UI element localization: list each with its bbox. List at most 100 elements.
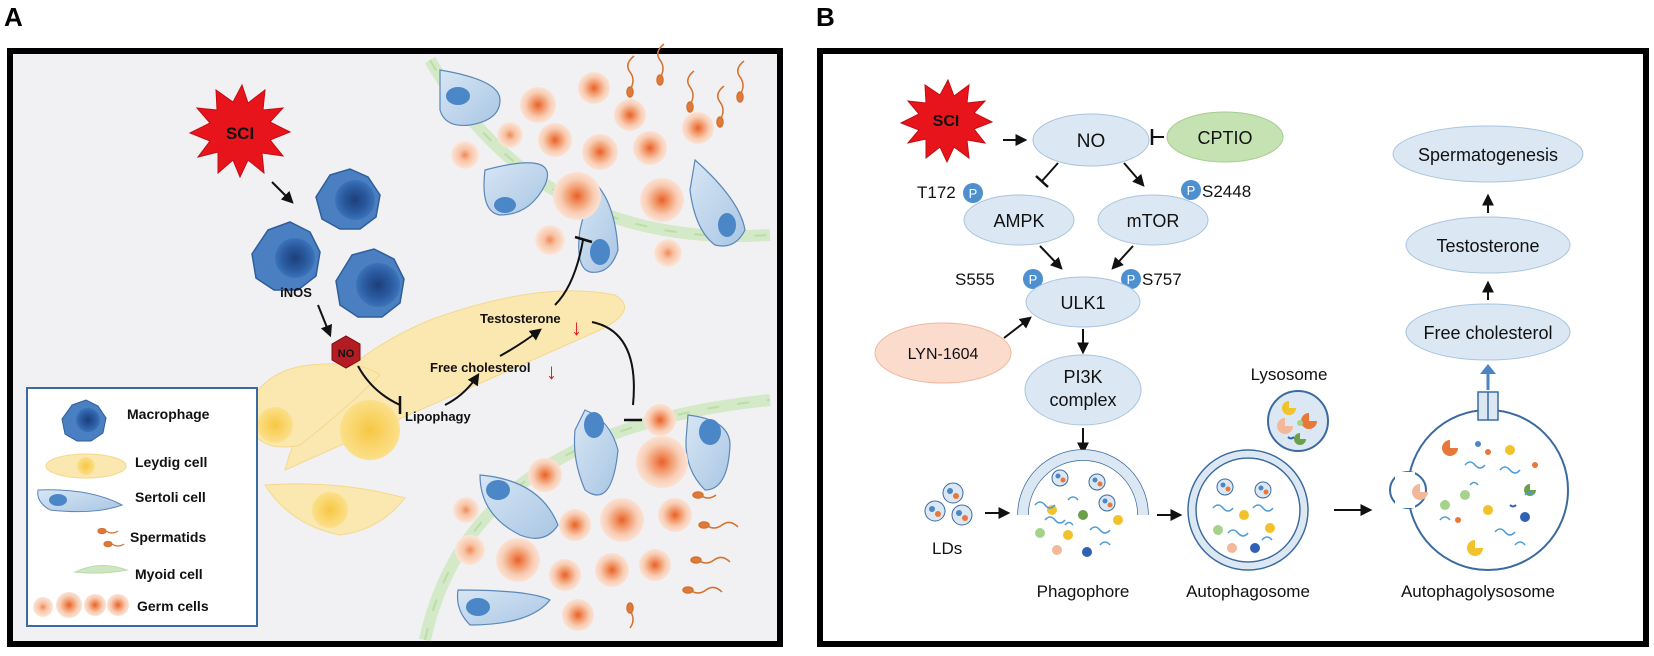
seminiferous-tubule-bottom <box>419 394 771 642</box>
inhibit-testosterone-to-bottom <box>591 321 635 406</box>
ampk-label: AMPK <box>993 211 1044 231</box>
germ-cell <box>520 87 556 123</box>
germ-cell <box>654 239 682 267</box>
s555-label: S555 <box>955 270 995 289</box>
germ-cell <box>455 535 485 565</box>
inhibit-bar <box>574 235 593 244</box>
testosterone-label-a: Testosterone <box>480 311 561 326</box>
germ-cell <box>496 538 540 582</box>
phagophore-label: Phagophore <box>1037 582 1130 601</box>
germ-cell <box>614 99 646 131</box>
sertoli-nucleus <box>466 598 490 616</box>
germ-cell <box>582 134 618 170</box>
sci-burst-b <box>899 78 994 164</box>
p-label: P <box>1029 272 1038 287</box>
t172-label: T172 <box>917 183 956 202</box>
leydig-nucleus <box>257 407 293 443</box>
sertoli-nucleus <box>494 197 516 213</box>
sci-label-b: SCI <box>933 113 960 130</box>
germ-cell <box>528 458 562 492</box>
legend-myoid-icon <box>73 565 129 574</box>
germ-cell <box>549 559 581 591</box>
germ-cell <box>636 436 688 488</box>
spermatogenesis-label: Spermatogenesis <box>1418 145 1558 165</box>
panel-a-letter: A <box>4 2 23 32</box>
spermatids-top <box>626 43 745 128</box>
no-label-a: NO <box>338 348 355 360</box>
sertoli-cell <box>439 69 501 127</box>
germ-cell <box>451 141 479 169</box>
inhibit-bar <box>1035 175 1049 188</box>
p-label: P <box>1127 272 1136 287</box>
ulk1-node <box>1025 276 1141 328</box>
autophagosome-label: Autophagosome <box>1186 582 1310 601</box>
germ-cell <box>639 549 671 581</box>
p-circle-t172 <box>963 183 983 203</box>
sertoli-nucleus <box>584 412 604 438</box>
sertoli-nucleus <box>486 480 510 500</box>
legend-leydig: Leydig cell <box>135 454 207 470</box>
p-label: P <box>1187 183 1196 198</box>
germ-cell <box>658 498 692 532</box>
mtor-label: mTOR <box>1127 211 1180 231</box>
arrow-cholesterol-to-testosterone <box>499 328 542 357</box>
lyn-node <box>874 322 1012 384</box>
mtor-node <box>1097 194 1209 246</box>
testosterone-label-b: Testosterone <box>1436 236 1539 256</box>
pi3k-node <box>1024 354 1142 426</box>
inhibit-no-to-lipophagy <box>357 365 401 406</box>
germ-cell <box>497 122 523 148</box>
autophagosome <box>1187 449 1309 571</box>
legend: Macrophage Leydig cell Sertoli cell Sper… <box>26 387 258 627</box>
lipid-droplets <box>924 482 973 526</box>
testosterone-down-arrow: ↓ <box>571 315 582 340</box>
spermatogenesis-node <box>1392 125 1584 183</box>
p-circle-s555 <box>1023 269 1043 289</box>
free-cholesterol-label-b: Free cholesterol <box>1423 323 1552 343</box>
sertoli-nucleus <box>718 213 736 237</box>
pi3k-label-line2: complex <box>1049 390 1116 410</box>
germ-cell <box>595 553 629 587</box>
p-circle-s757 <box>1121 269 1141 289</box>
no-hexagon <box>331 335 361 369</box>
arrow-mtor-to-ulk1 <box>1111 245 1134 270</box>
phagophore <box>1017 449 1149 557</box>
cholesterol-down-arrow: ↓ <box>546 359 557 384</box>
testosterone-node <box>1405 216 1571 274</box>
channel-arrowhead <box>1480 364 1496 374</box>
germ-cell <box>538 123 572 157</box>
autophagolysosome <box>1389 391 1569 571</box>
free-cholesterol-label-a: Free cholesterol <box>430 360 530 375</box>
s2448-label: S2448 <box>1202 182 1251 201</box>
leydig-nucleus <box>312 492 348 528</box>
legend-spermatids: Spermatids <box>130 529 206 545</box>
cptio-label: CPTIO <box>1197 128 1252 148</box>
legend-myoid: Myoid cell <box>135 566 203 582</box>
lipophagy-label: Lipophagy <box>405 409 471 424</box>
p-label: P <box>969 186 978 201</box>
panel-b-letter: B <box>816 2 835 32</box>
arrow-lipophagy-to-cholesterol <box>444 372 480 406</box>
lysosome-label: Lysosome <box>1251 365 1328 384</box>
germ-cell <box>644 404 676 436</box>
germ-cell <box>453 497 479 523</box>
cptio-node <box>1166 111 1284 163</box>
germ-cell <box>553 172 601 220</box>
pi3k-label-line1: PI3K <box>1063 367 1102 387</box>
ampk-node <box>963 194 1075 246</box>
arrow-sci-to-macrophage <box>271 181 294 204</box>
spermatids-bottom <box>626 491 739 629</box>
inhibit-testosterone-to-top <box>554 239 584 306</box>
lysosome <box>1267 390 1329 452</box>
inhibit-no-to-ampk <box>1041 162 1059 182</box>
leydig-nucleus <box>340 400 400 460</box>
arrow-ampk-to-ulk1 <box>1039 245 1063 270</box>
germ-cell <box>535 225 565 255</box>
legend-sertoli: Sertoli cell <box>135 489 206 505</box>
ulk1-label: ULK1 <box>1060 293 1105 313</box>
legend-germ: Germ cells <box>137 598 209 614</box>
arrow-inos-to-no <box>317 304 333 338</box>
germ-cell <box>600 498 644 542</box>
p-circle-s2448 <box>1181 180 1201 200</box>
free-cholesterol-node <box>1405 303 1571 361</box>
